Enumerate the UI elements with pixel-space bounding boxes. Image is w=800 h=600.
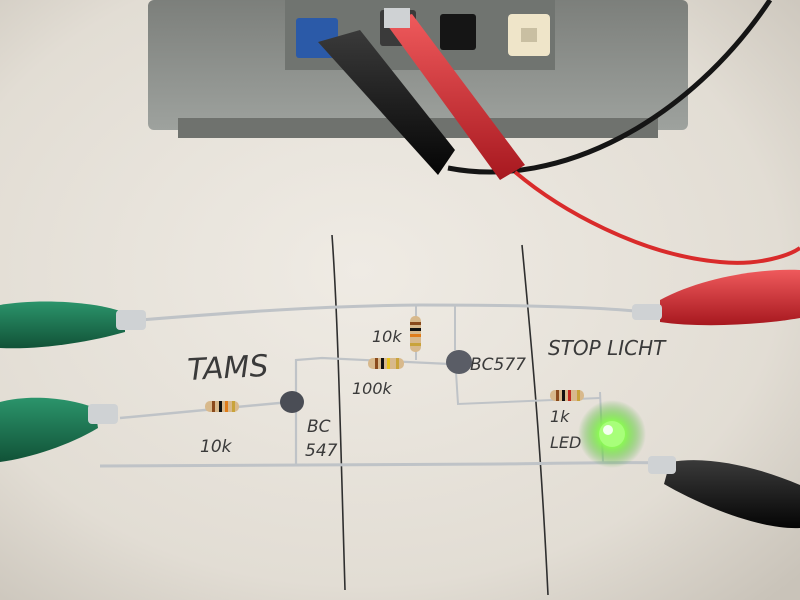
black-clip-right [648,456,800,529]
label-bc547-line2: 547 [305,441,338,461]
transistor-bc547 [280,391,304,413]
label-r-10k-top: 10k [372,327,402,346]
label-r-100k: 100k [352,379,393,398]
resistor-100k [368,358,404,369]
pen-divider-right [521,244,549,596]
base-input-wire [119,400,291,420]
psu-red-clip [384,8,525,180]
resistor-1k [550,390,584,401]
label-bc547-line1: BC [307,417,331,437]
red-lead-wire [513,170,800,265]
psu-black-terminal [440,14,476,50]
resistor-10k-top [410,316,421,352]
label-r-10k-base: 10k [200,437,233,457]
green-clip-bottom [0,397,118,462]
resistor-10k-base [205,401,239,412]
label-stop: STOP LICHT [548,336,667,360]
top-rail-wire [139,303,646,322]
pen-divider-left [331,234,346,591]
psu-black-clip [318,30,455,175]
label-tams: TAMS [187,349,270,388]
red-clip-right [632,269,800,326]
transistor-bc577 [446,350,472,374]
led-body [599,421,625,447]
label-led: LED [550,433,581,452]
green-clip-top [0,301,146,349]
label-r-1k: 1k [550,407,570,426]
label-bc577: BC577 [470,355,526,375]
